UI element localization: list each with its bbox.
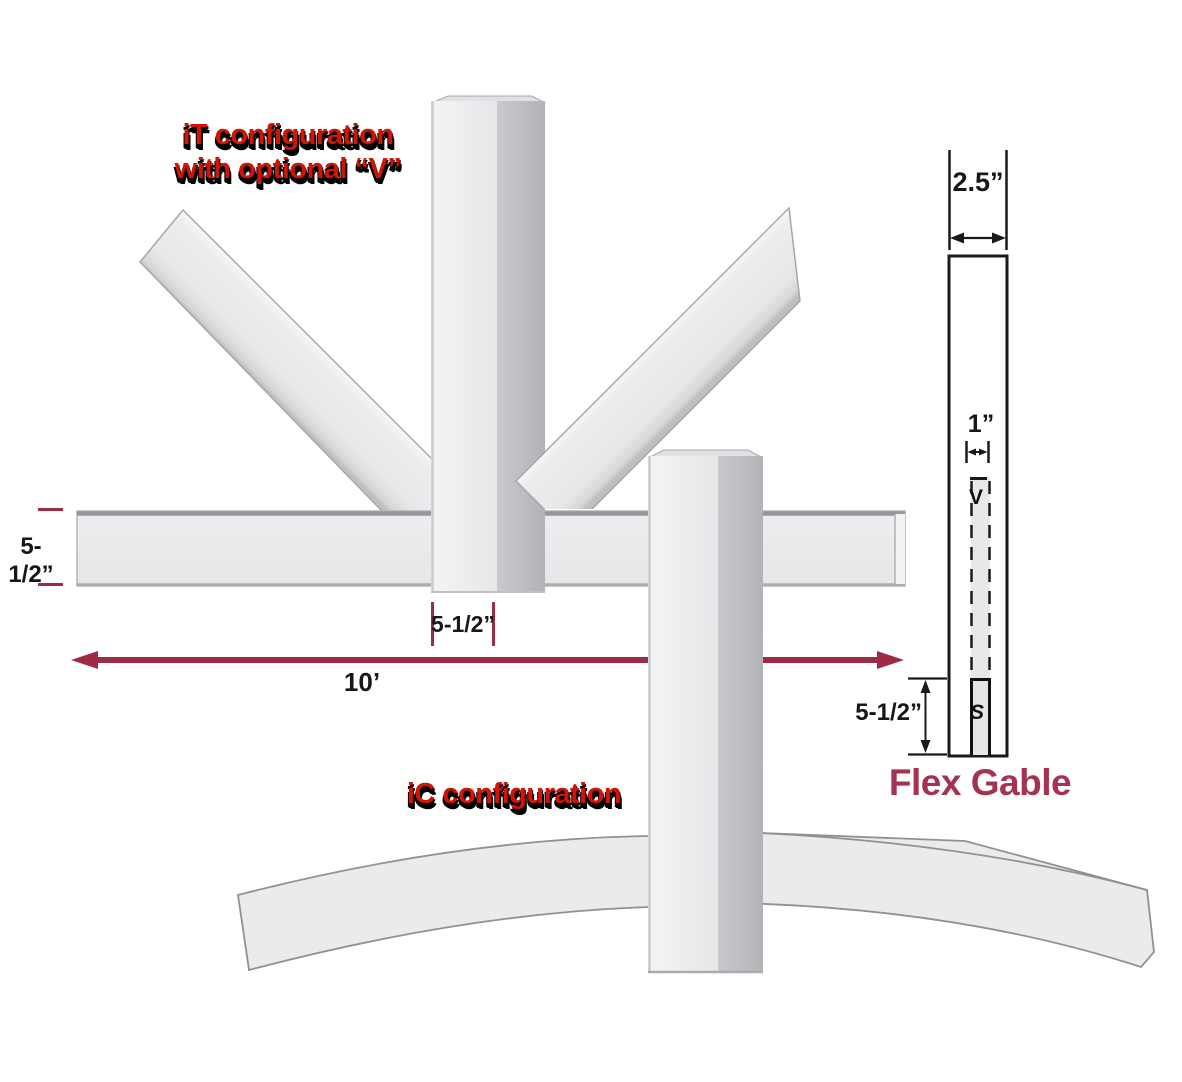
span-dimension: 10’ bbox=[343, 667, 381, 697]
groove-arrowhead-right bbox=[979, 448, 988, 456]
flex-gable-profile bbox=[908, 150, 1009, 758]
gable-thickness-dimension: 2.5” bbox=[952, 167, 1004, 197]
arrowhead-left bbox=[71, 651, 98, 669]
ic-post bbox=[647, 449, 764, 974]
post-width-ticks bbox=[431, 602, 495, 646]
width-arrowhead-left bbox=[950, 232, 964, 244]
post-width-dimension: 5-1/2” bbox=[431, 611, 495, 637]
saddle-arrowhead-bottom bbox=[920, 740, 931, 753]
saddle-depth-dimension: 5-1/2” bbox=[855, 699, 922, 726]
v-groove-marker: V bbox=[968, 486, 983, 509]
v-groove-width-dimension: 1” bbox=[967, 410, 995, 438]
width-arrowhead-right bbox=[992, 232, 1006, 244]
ic-configuration-label: iC configuration bbox=[406, 778, 622, 810]
it-configuration-label: iT configuration with optional “V” bbox=[128, 118, 448, 186]
flex-gable-title: Flex Gable bbox=[888, 762, 1072, 803]
arrowhead-right bbox=[877, 651, 904, 669]
beam-depth-ticks bbox=[38, 508, 63, 586]
it-post-face bbox=[431, 101, 497, 593]
it-configuration-line1: iT configuration bbox=[182, 119, 394, 151]
right-curved-beam bbox=[736, 831, 1155, 969]
ic-post-face bbox=[648, 456, 718, 973]
it-configuration-line2: with optional “V” bbox=[174, 153, 402, 185]
beam-end-face bbox=[895, 514, 905, 584]
right-curved-beam-top-edge bbox=[736, 831, 1148, 891]
saddle-channel bbox=[971, 678, 990, 755]
groove-arrowhead-left bbox=[967, 448, 976, 456]
right-diagonal-beam bbox=[514, 206, 801, 509]
left-curved-beam bbox=[236, 835, 651, 972]
beam-depth-dimension: 5-1/2” bbox=[8, 533, 54, 588]
ic-post-side bbox=[718, 456, 763, 973]
saddle-marker: S bbox=[969, 701, 984, 724]
it-post-side bbox=[497, 101, 545, 593]
v-groove-channel bbox=[971, 477, 990, 678]
span-dimension-arrow bbox=[71, 651, 904, 669]
saddle-arrowhead-top bbox=[920, 680, 931, 693]
it-post bbox=[430, 95, 546, 593]
